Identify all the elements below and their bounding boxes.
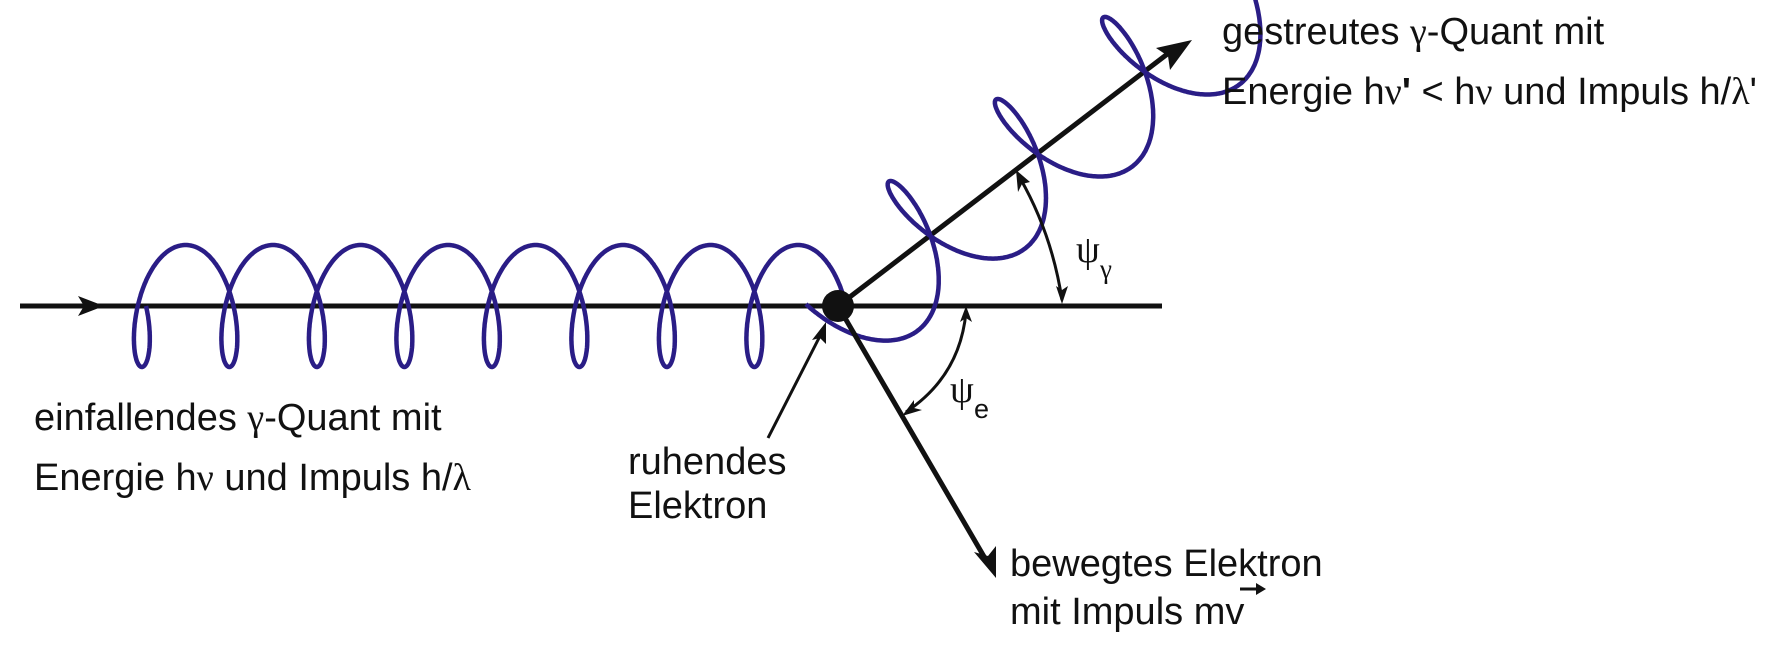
moving-electron-arrowhead (974, 546, 996, 578)
angle-electron-arrowhead-bottom (902, 400, 922, 416)
angle-gamma-arc (1018, 177, 1064, 301)
incident-label-line2: Energie hν und Impuls h/λ (34, 457, 472, 499)
moving-electron-label-line2: mit Impuls mv (1010, 591, 1244, 633)
resting-electron-label-line2: Elektron (628, 485, 767, 527)
moving-electron-direction-line (835, 304, 989, 562)
resting-electron-pointer-arrowhead (812, 322, 826, 344)
scattered-label-line1: gestreutes γ-Quant mit (1222, 11, 1605, 53)
incident-label-line1: einfallendes γ-Quant mit (34, 397, 442, 439)
angle-electron-arc (905, 311, 968, 414)
angle-gamma-symbol: ψ (1076, 229, 1100, 271)
resting-electron-pointer-line (766, 335, 822, 439)
scattered-label-line2: Energie hν' < hν und Impuls h/λ' (1222, 71, 1757, 113)
angle-electron-subscript: e (974, 394, 989, 424)
incident-direction-arrowhead (78, 296, 104, 316)
angle-electron-arrowhead-top (960, 306, 972, 322)
incident-wave (131, 242, 849, 370)
scattered-wave (804, 0, 1263, 343)
electron-dot (822, 290, 854, 322)
scattered-photon-arrowhead (1156, 40, 1192, 70)
velocity-vector-symbol: v (1225, 591, 1244, 633)
scattered-photon-direction-line (836, 50, 1172, 308)
velocity-vector-arrowhead (1256, 583, 1266, 595)
angle-gamma-subscript: γ (1099, 254, 1112, 284)
resting-electron-label-line1: ruhendes (628, 441, 786, 483)
angle-gamma-arrowhead-top (1016, 170, 1030, 192)
angle-gamma-arrowhead-bottom (1056, 286, 1068, 304)
moving-electron-label-line1: bewegtes Elektron (1010, 543, 1323, 585)
angle-electron-symbol: ψ (950, 369, 974, 411)
